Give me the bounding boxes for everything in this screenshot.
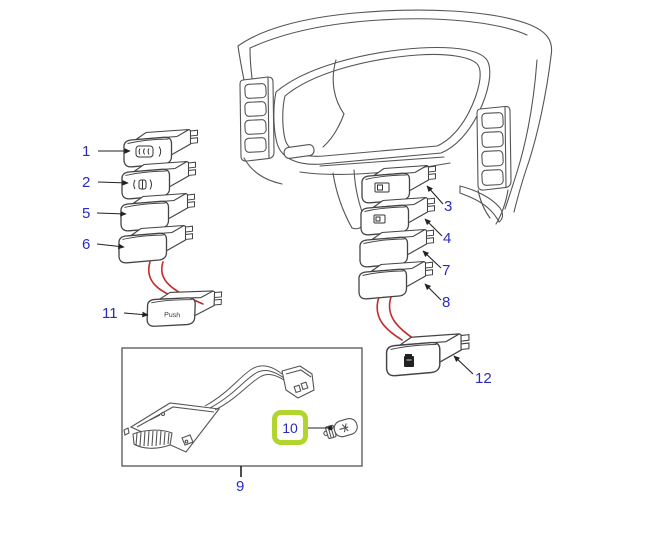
rheostat-unit xyxy=(123,402,221,453)
switch-11-push-label: Push xyxy=(164,312,180,320)
right-switch-pod xyxy=(476,105,512,191)
callout-6[interactable]: 6 xyxy=(82,236,91,253)
callout-5[interactable]: 5 xyxy=(82,205,91,222)
front-fog-lamp-icon xyxy=(133,179,152,190)
kit-box-outline xyxy=(121,347,363,467)
callout-4[interactable]: 4 xyxy=(443,230,452,247)
switch-part-12 xyxy=(385,333,470,377)
window-switch-icon-2 xyxy=(373,214,386,224)
heated-rear-window-icon xyxy=(135,145,162,158)
callout-1[interactable]: 1 xyxy=(82,143,91,160)
selected-part-highlight[interactable]: 10 xyxy=(272,410,308,445)
switch-part-11 xyxy=(146,288,223,330)
callout-8[interactable]: 8 xyxy=(442,294,451,311)
callout-10[interactable]: 10 xyxy=(282,419,298,436)
vent-slot xyxy=(283,144,315,159)
bulb-icon xyxy=(323,417,358,439)
lighter-socket-icon xyxy=(404,354,414,367)
leader-lines xyxy=(96,148,474,477)
callout-9[interactable]: 9 xyxy=(236,478,245,495)
switch-parts: Push xyxy=(118,128,470,377)
wiring-strands xyxy=(204,365,288,411)
window-switch-icon xyxy=(374,182,390,193)
callout-2[interactable]: 2 xyxy=(82,174,91,191)
instrument-cluster-art xyxy=(237,9,553,230)
left-switch-pod xyxy=(239,76,275,162)
callout-11[interactable]: 11 xyxy=(102,305,118,322)
wiring-connector xyxy=(281,365,315,399)
callout-3[interactable]: 3 xyxy=(444,198,453,215)
callout-12[interactable]: 12 xyxy=(475,370,492,387)
kit-box-art xyxy=(121,347,363,467)
callout-7[interactable]: 7 xyxy=(442,262,451,279)
